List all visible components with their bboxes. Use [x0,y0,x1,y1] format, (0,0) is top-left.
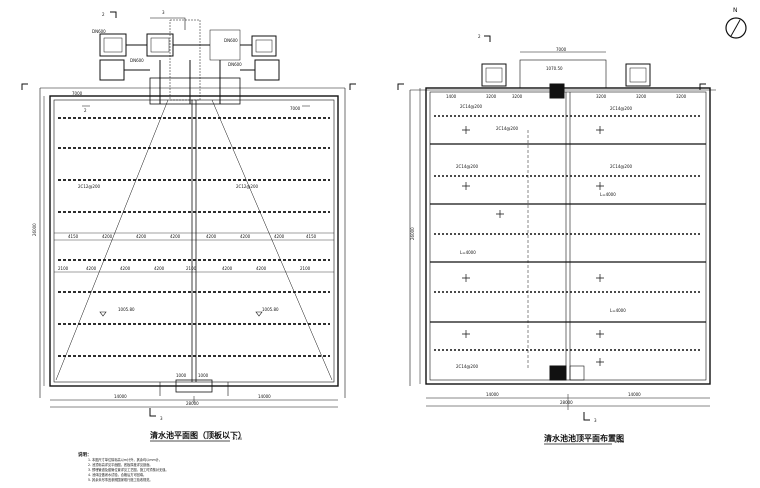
right-sub-label-2: L=4000 [460,250,476,255]
north-arrow-icon: N [725,7,747,39]
notes-line-3: 3. 预埋管道及套管位置详见工艺图，施工时须核对无误。 [88,467,169,472]
left-section-mark-1: 2 [102,12,105,17]
right-top-span-6: 3200 [676,94,687,99]
left-span-b-8: 2100 [300,266,311,271]
right-half-width-1: 14000 [486,392,499,397]
right-overall-width: 28000 [560,400,573,405]
left-plan-scale: 1:100 [232,437,242,441]
left-plan [21,11,356,417]
notes-line-4: 4. 池体应做闭水试验，合格后方可回填。 [88,472,146,477]
left-span-1: 4150 [68,234,79,239]
left-bottom-small-2: 1000 [198,373,209,378]
left-span-5: 4200 [206,234,217,239]
right-plan [397,35,716,421]
left-overall-height: 26000 [32,223,37,236]
left-span-b-7: 4200 [256,266,267,271]
left-span-b-6: 4200 [222,266,233,271]
left-elevation-1: 1005.80 [118,307,135,312]
left-pipe-label-2: DN600 [224,38,238,43]
right-overall-height: 26000 [410,227,415,240]
left-top-dim: 7000 [72,91,83,96]
right-section-mark-1: 2 [478,34,481,39]
left-span-7: 4200 [274,234,285,239]
left-section-mark-4: 3 [160,416,163,421]
right-plan-labels: 7000 1070.50 1400 3200 3200 3200 3200 32… [410,34,687,423]
left-span-b-2: 4200 [86,266,97,271]
left-half-width-2: 14000 [258,394,271,399]
right-section-mark-2: 3 [594,418,597,423]
north-label: N [733,7,738,14]
right-row-label-2: 2C14@200 [610,106,633,111]
right-row-label-5: 2C14@200 [610,164,633,169]
left-span-b-3: 4200 [120,266,131,271]
right-row-label-1: 2C14@200 [460,104,483,109]
left-section-mark-2: 3 [162,10,165,15]
left-beam-label-2: 2C12@200 [236,184,259,189]
left-overall-width: 28000 [186,401,199,406]
right-top-dim: 7000 [556,47,567,52]
notes-line-2: 2. 池顶标高详见平面图，底板厚度详见剖面。 [88,462,153,467]
notes-heading: 说明： [78,451,92,458]
left-span-4: 4200 [170,234,181,239]
left-pipe-label-4: DN600 [228,62,242,67]
right-row-label-3: 2C14@200 [496,126,519,131]
left-span-b-4: 4200 [154,266,165,271]
right-top-span-3: 3200 [512,94,523,99]
right-top-span-2: 3200 [486,94,497,99]
left-pipe-label-3: DN600 [130,58,144,63]
left-span-6: 4200 [240,234,251,239]
right-plan-scale: 1:100 [614,440,624,444]
right-sub-label-3: L=4000 [610,308,626,313]
right-top-span-5: 3200 [636,94,647,99]
right-top-span-4: 3200 [596,94,607,99]
right-top-span-1: 1400 [446,94,457,99]
left-bottom-small-1: 1000 [176,373,187,378]
left-plan-title: 清水池平面图（顶板以下） 1:100 [150,430,246,442]
left-span-b-5: 2100 [186,266,197,271]
right-row-label-6: 2C14@200 [456,364,479,369]
left-span-3: 4200 [136,234,147,239]
right-row-label-4: 2C14@200 [456,164,479,169]
left-section-mark-3: 2 [84,108,87,113]
right-plan-title-text: 清水池池顶平面布置图 [544,433,624,443]
right-plan-title: 清水池池顶平面布置图 1:100 [544,433,624,445]
left-span-2: 4200 [102,234,113,239]
left-top-dim-right: 7000 [290,106,301,111]
right-sub-label-1: L=4000 [600,192,616,197]
right-half-width-2: 14000 [628,392,641,397]
left-span-8: 4150 [306,234,317,239]
left-half-width-1: 14000 [114,394,127,399]
notes-block: 说明： 1. 本图尺寸单位除标高以m计外，其余均以mm计。 2. 池顶标高详见平… [78,451,169,482]
left-plan-title-text: 清水池平面图（顶板以下） [150,430,246,440]
left-beam-label-1: 2C12@200 [78,184,101,189]
left-pipe-label-1: DN600 [92,29,106,34]
notes-line-5: 5. 其余未尽事宜参照国家现行施工验收规范。 [88,477,153,482]
notes-line-1: 1. 本图尺寸单位除标高以m计外，其余均以mm计。 [88,457,162,462]
left-span-b-1: 2100 [58,266,69,271]
right-elevation: 1070.50 [546,66,563,71]
left-plan-labels: 7000 7000 DN600 DN600 DN600 DN600 2C12@2… [32,10,317,421]
left-elevation-2: 1005.80 [262,307,279,312]
